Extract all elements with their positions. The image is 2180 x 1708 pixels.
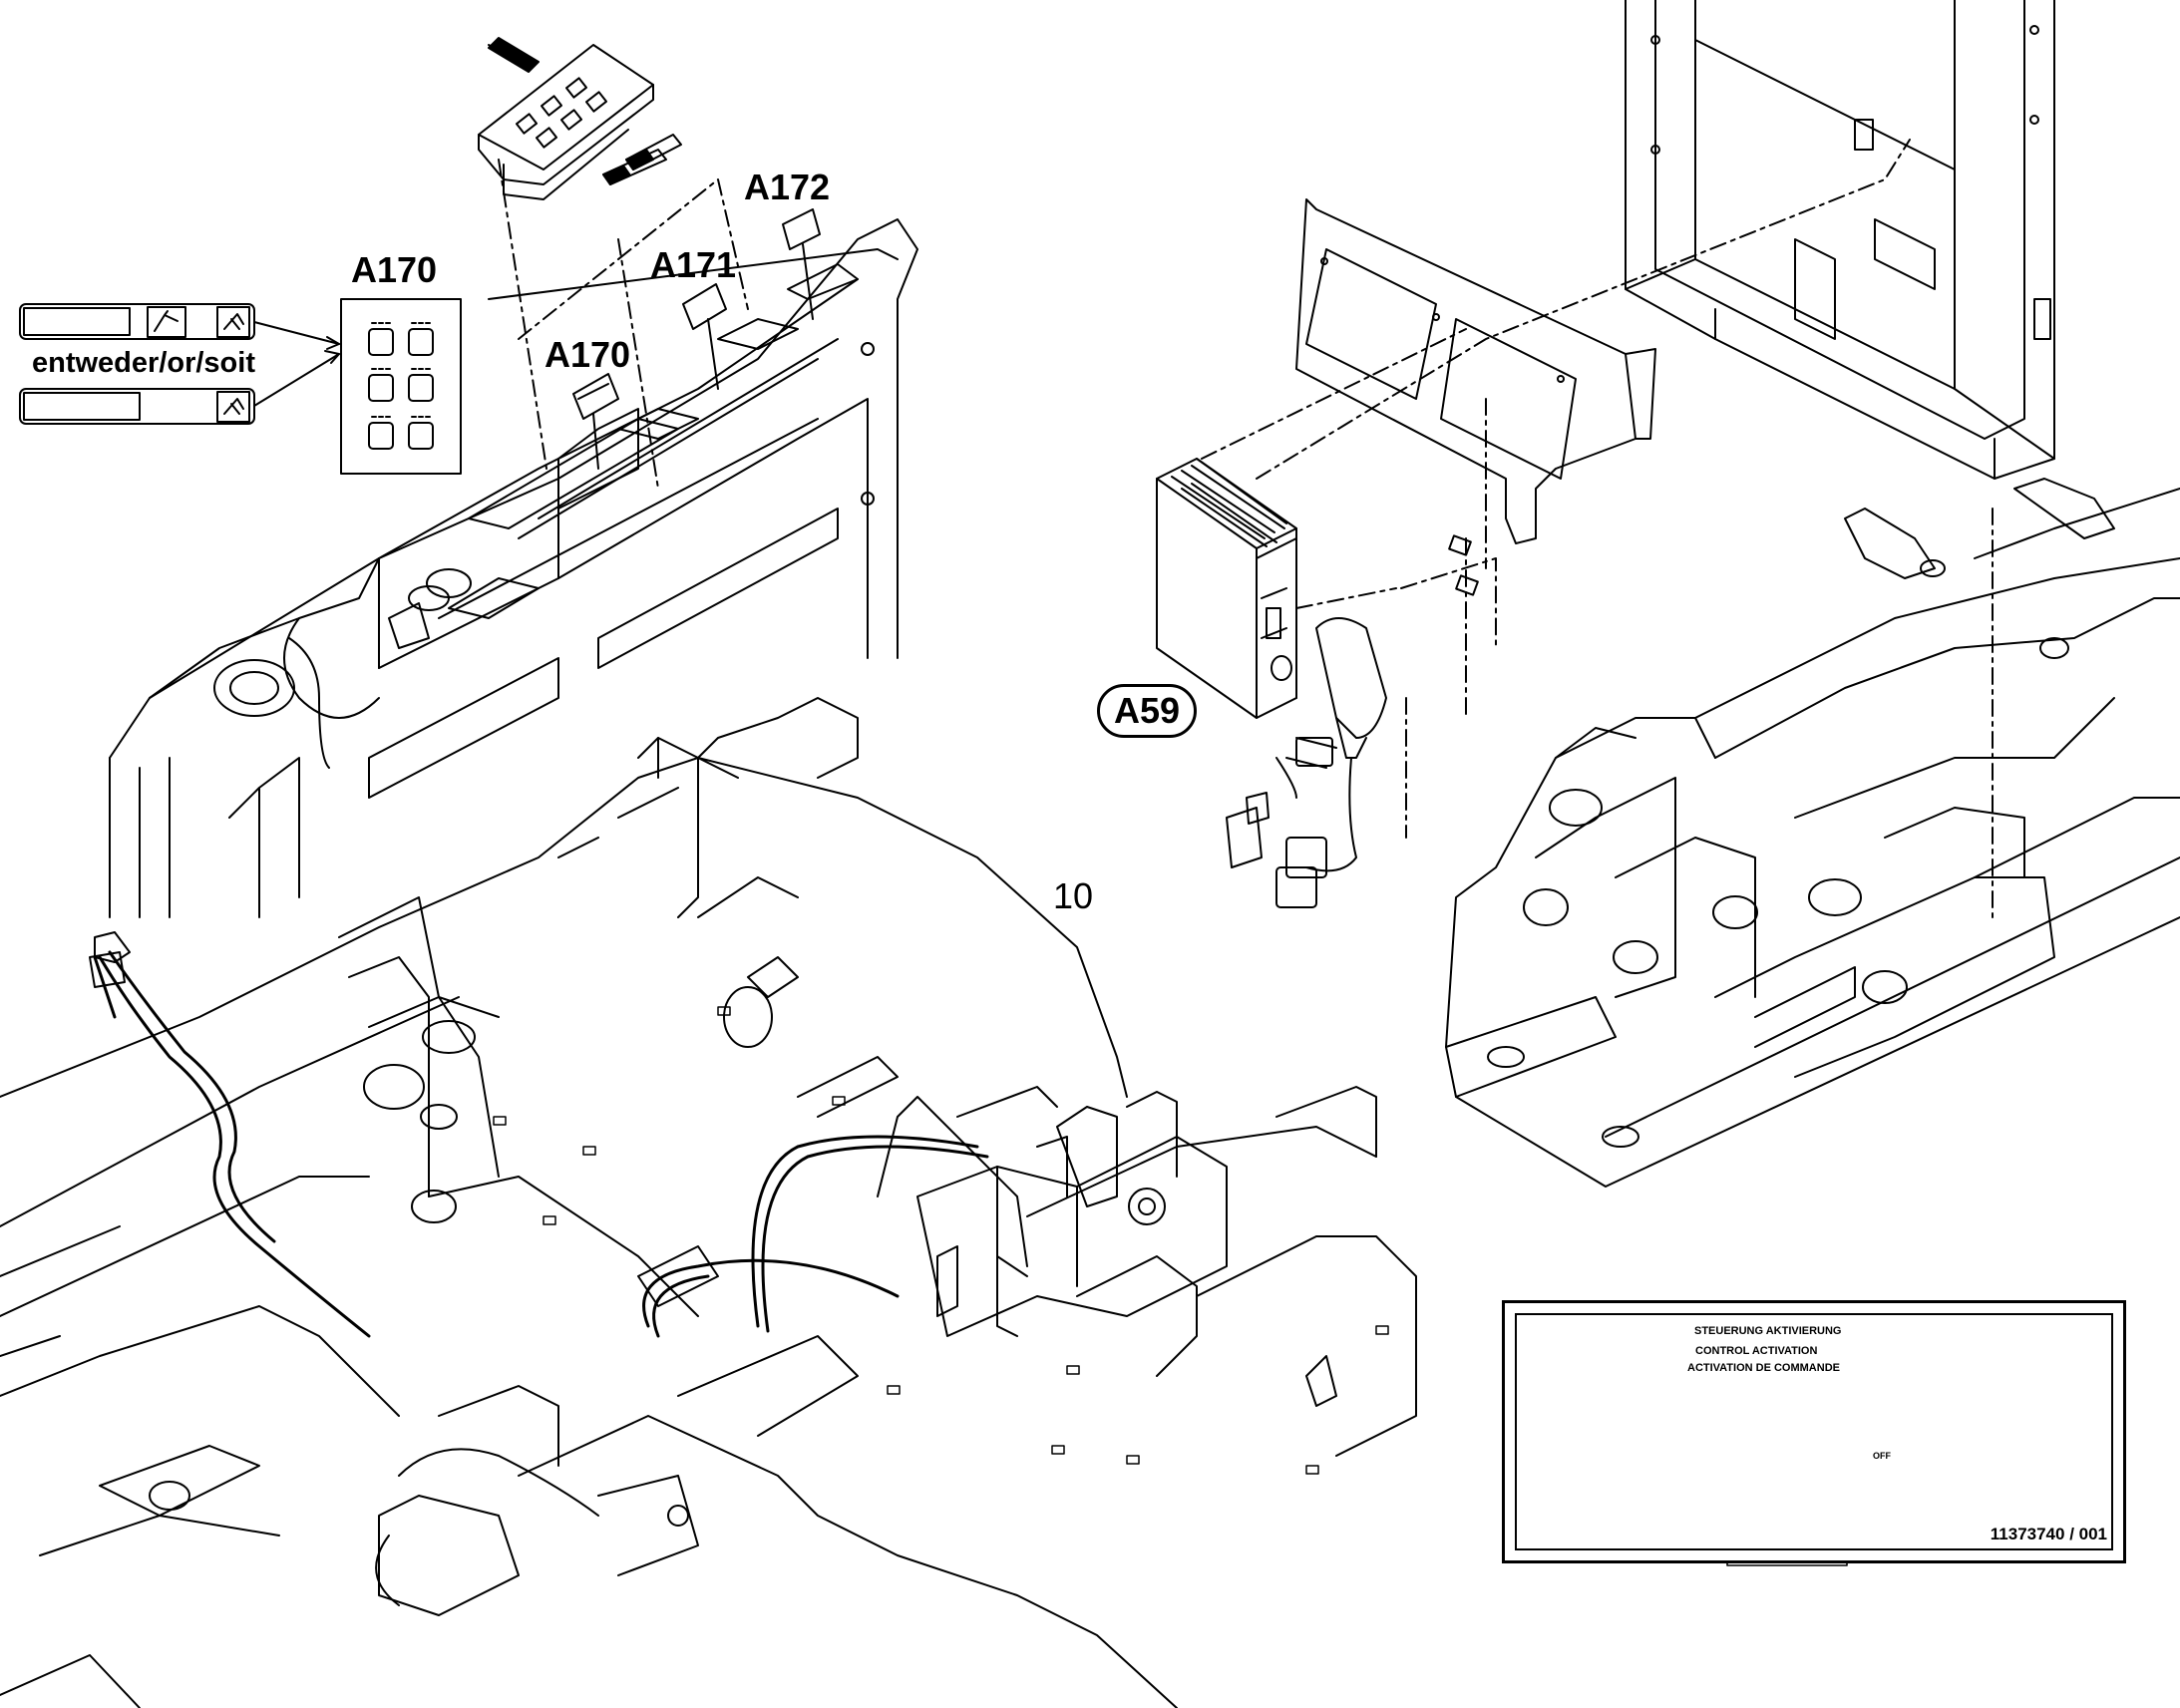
a59-callout: A59 xyxy=(1097,684,1198,738)
cab-frame xyxy=(1625,0,2055,480)
part-number: 11373740 / 001 xyxy=(1990,1525,2107,1543)
hand-lever-icon xyxy=(154,310,244,415)
label-line-en: CONTROL ACTIVATION xyxy=(1695,1345,1818,1357)
control-unit-a59 xyxy=(1156,458,1387,908)
control-activation-label: STEUERUNG AKTIVIERUNG CONTROL ACTIVATION… xyxy=(1502,1300,2126,1563)
connector-plugs xyxy=(572,208,821,470)
label-line-fr: ACTIVATION DE COMMANDE xyxy=(1687,1362,1840,1374)
a170-connector-label: A170 xyxy=(545,334,631,375)
chassis-frame-lower xyxy=(0,697,1417,1708)
a170-panel-legend xyxy=(19,298,462,475)
fasteners xyxy=(493,1006,1389,1475)
a171-connector-label: A171 xyxy=(650,244,737,285)
valve-block xyxy=(916,1086,1228,1337)
mounting-bracket xyxy=(1295,198,1656,596)
hydraulic-hoses xyxy=(93,950,989,1338)
a170-panel-title: A170 xyxy=(351,249,438,290)
option-text: entweder/or/soit xyxy=(32,347,255,379)
hydraulic-pump-unit xyxy=(89,931,699,1616)
label-line-de: STEUERUNG AKTIVIERUNG xyxy=(1694,1325,1842,1337)
off-button-text: OFF xyxy=(1873,1451,1891,1461)
switch-panel-exploded xyxy=(478,37,682,200)
console-frame xyxy=(109,218,918,918)
a172-connector-label: A172 xyxy=(744,167,831,207)
item-number: 10 xyxy=(1053,875,1094,916)
upper-frame-right xyxy=(1445,478,2180,1188)
